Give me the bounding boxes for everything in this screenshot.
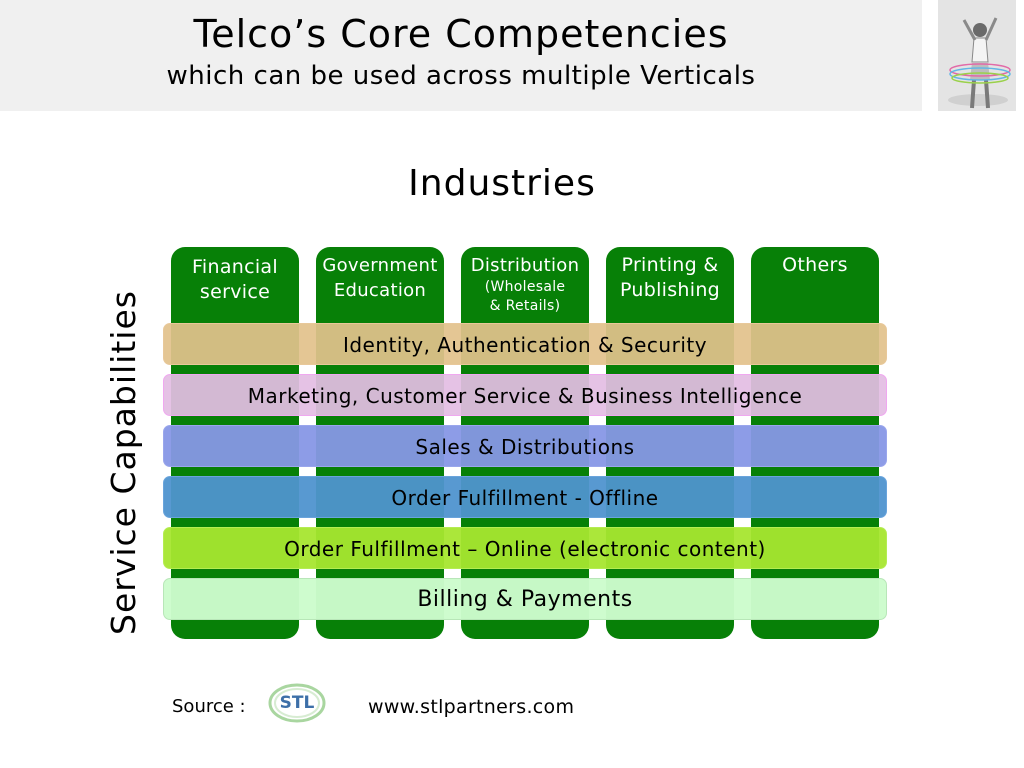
column-label-line: Education [333, 280, 427, 301]
stl-logo [268, 683, 326, 723]
band-marketing-customer-service: Marketing, Customer Service & Business I… [163, 374, 887, 416]
source-label: Source : [172, 696, 246, 717]
column-label-line: Publishing [619, 279, 721, 301]
column-sub-label: & Retails) [489, 298, 561, 314]
source-url[interactable]: www.stlpartners.com [368, 696, 575, 718]
column-label-line: service [199, 281, 271, 303]
hula-hoop-photo [938, 0, 1016, 111]
column-label-others: Others [751, 253, 879, 278]
title-banner [0, 0, 922, 111]
service-capabilities-label: Service Capabilities [104, 290, 143, 635]
band-identity-authentication-security: Identity, Authentication & Security [163, 323, 887, 365]
column-label-line: Financial [192, 256, 278, 278]
band-order-fulfillment-online: Order Fulfillment – Online (electronic c… [163, 527, 887, 569]
column-label-line: Others [782, 254, 848, 276]
column-label-line: Government [322, 255, 438, 276]
column-sub-label: (Wholesale [484, 279, 566, 295]
column-label-financial: Financial service [171, 255, 299, 305]
column-label-line: Distribution [470, 255, 580, 276]
stl-logo-text: STL [279, 693, 315, 713]
band-order-fulfillment-offline: Order Fulfillment - Offline [163, 476, 887, 518]
industries-heading: Industries [408, 163, 596, 204]
column-label-line: Printing & [621, 254, 719, 276]
column-label-printing: Printing & Publishing [606, 253, 734, 303]
column-label-distribution: Distribution (Wholesale & Retails) [459, 253, 591, 316]
column-label-government: Government Education [314, 253, 446, 303]
slide-title: Telco’s Core Competencies [193, 12, 729, 56]
band-billing-payments: Billing & Payments [163, 578, 887, 620]
band-sales-distributions: Sales & Distributions [163, 425, 887, 467]
slide-subtitle: which can be used across multiple Vertic… [166, 61, 756, 91]
